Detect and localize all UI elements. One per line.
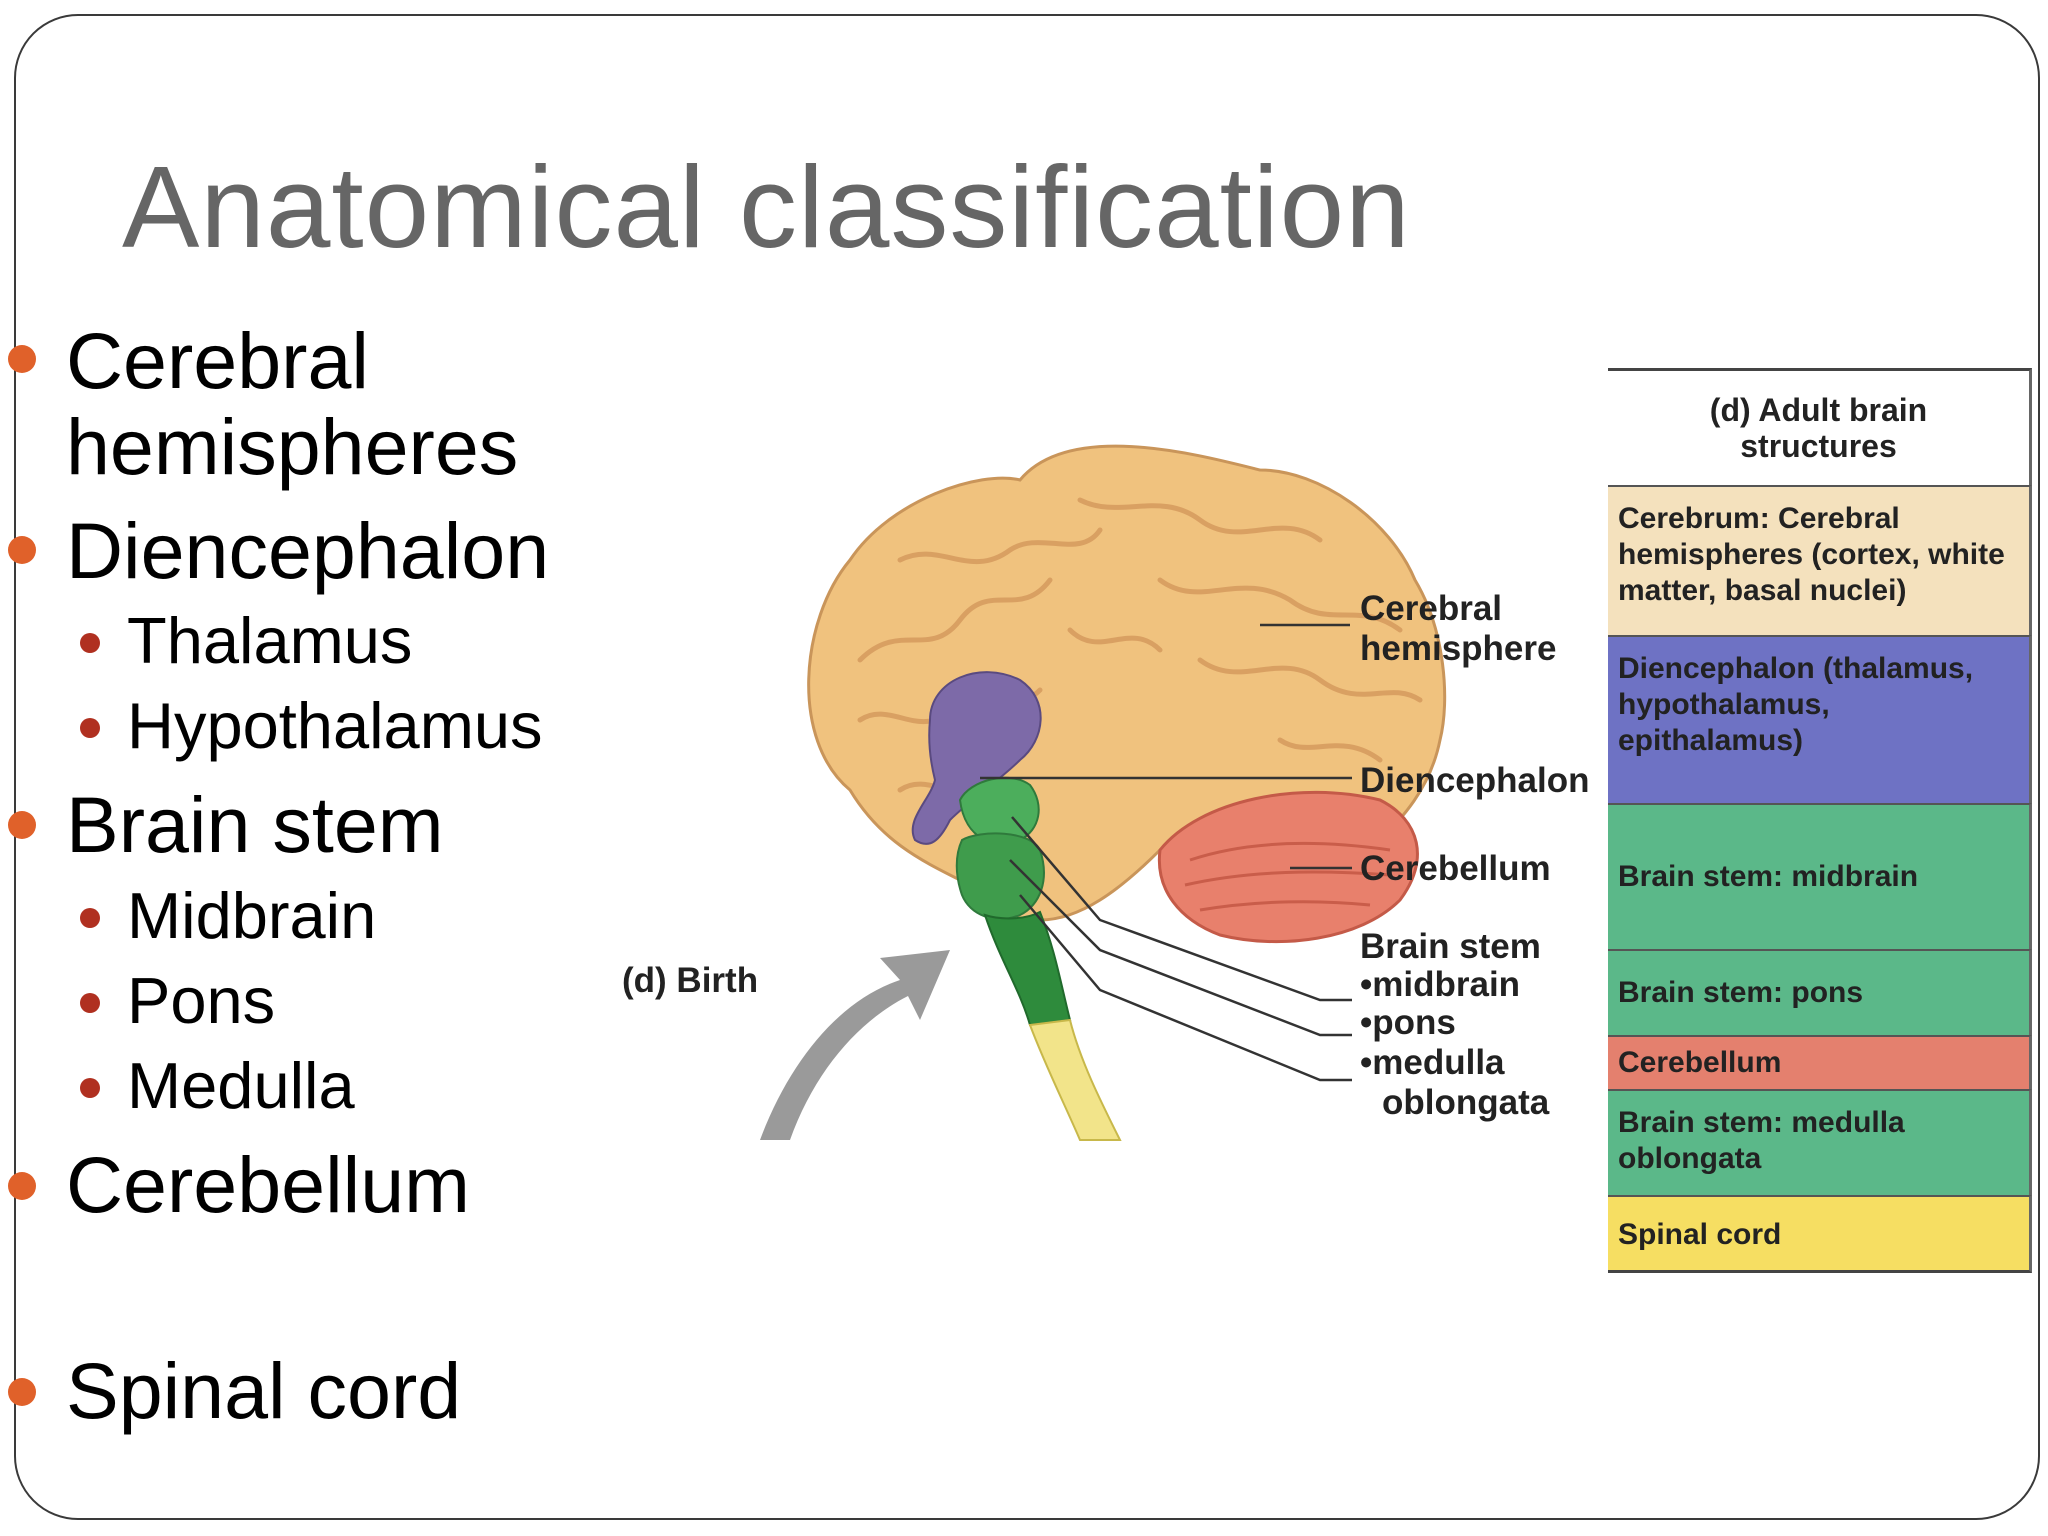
table-row-diencephalon: Diencephalon (thalamus, hypothalamus, ep… bbox=[1608, 635, 2032, 803]
table-row-cerebellum: Cerebellum bbox=[1608, 1035, 2032, 1089]
table-row-pons: Brain stem: pons bbox=[1608, 949, 2032, 1035]
bullet-spinal-cord: Spinal cord bbox=[66, 1346, 462, 1435]
bullet-cerebral-hemispheres-line2: hemispheres bbox=[66, 402, 519, 491]
table-row-cerebrum: Cerebrum: Cerebral hemispheres (cortex, … bbox=[1608, 485, 2032, 635]
bullet-brain-stem: Brain stem bbox=[66, 780, 444, 869]
label-pons: •pons bbox=[1360, 1003, 1456, 1042]
table-row-medulla: Brain stem: medulla oblongata bbox=[1608, 1089, 2032, 1195]
label-cerebral-hemisphere-line2: hemisphere bbox=[1360, 629, 1556, 668]
birth-arrow-icon bbox=[760, 950, 950, 1140]
sub-bullet-dot bbox=[80, 633, 100, 653]
leader-lines bbox=[980, 623, 1352, 1082]
sub-bullet-dot bbox=[80, 908, 100, 928]
table-header-line2: structures bbox=[1740, 428, 1897, 464]
sub-bullet-thalamus: Thalamus bbox=[127, 604, 413, 677]
label-diencephalon: Diencephalon bbox=[1360, 761, 1589, 800]
sub-bullet-pons: Pons bbox=[127, 964, 276, 1037]
table-row-spinal-cord: Spinal cord bbox=[1608, 1195, 2032, 1273]
cerebellum-folds bbox=[1184, 841, 1391, 912]
bullet-diencephalon: Diencephalon bbox=[66, 506, 550, 595]
bullet-cerebral-hemispheres-line1: Cerebral bbox=[66, 316, 369, 405]
sub-bullet-dot bbox=[80, 993, 100, 1013]
slide-title: Anatomical classification bbox=[122, 142, 1411, 272]
bullet-dot bbox=[8, 1172, 36, 1200]
label-cerebellum: Cerebellum bbox=[1360, 849, 1551, 888]
birth-label: (d) Birth bbox=[622, 961, 758, 1000]
table-header: (d) Adult brain structures bbox=[1608, 368, 2032, 485]
label-brain-stem: Brain stem bbox=[1360, 927, 1541, 966]
label-oblongata: oblongata bbox=[1382, 1083, 1550, 1122]
table-row-midbrain: Brain stem: midbrain bbox=[1608, 803, 2032, 949]
adult-brain-structures-table: (d) Adult brain structures Cerebrum: Cer… bbox=[1608, 368, 2032, 1273]
medulla-shape bbox=[983, 910, 1072, 1027]
bullet-dot bbox=[8, 536, 36, 564]
bullet-dot bbox=[8, 811, 36, 839]
sub-bullet-medulla: Medulla bbox=[127, 1049, 355, 1122]
bullet-cerebellum: Cerebellum bbox=[66, 1140, 470, 1229]
label-cerebral-hemisphere-line1: Cerebral bbox=[1360, 589, 1502, 628]
bullet-dot bbox=[8, 345, 36, 373]
sub-bullet-hypothalamus: Hypothalamus bbox=[127, 689, 543, 762]
brain-figure: (d) Birth Cerebral hemisphere Diencephal… bbox=[622, 444, 1589, 1141]
table-header-line1: (d) Adult brain bbox=[1709, 392, 1928, 428]
sub-bullet-dot bbox=[80, 1078, 100, 1098]
label-medulla: •medulla bbox=[1360, 1043, 1505, 1082]
sub-bullet-dot bbox=[80, 718, 100, 738]
bullet-dot bbox=[8, 1378, 36, 1406]
spinal-cord-shape bbox=[1028, 1018, 1122, 1141]
sub-bullet-midbrain: Midbrain bbox=[127, 879, 377, 952]
label-midbrain: •midbrain bbox=[1360, 965, 1520, 1004]
